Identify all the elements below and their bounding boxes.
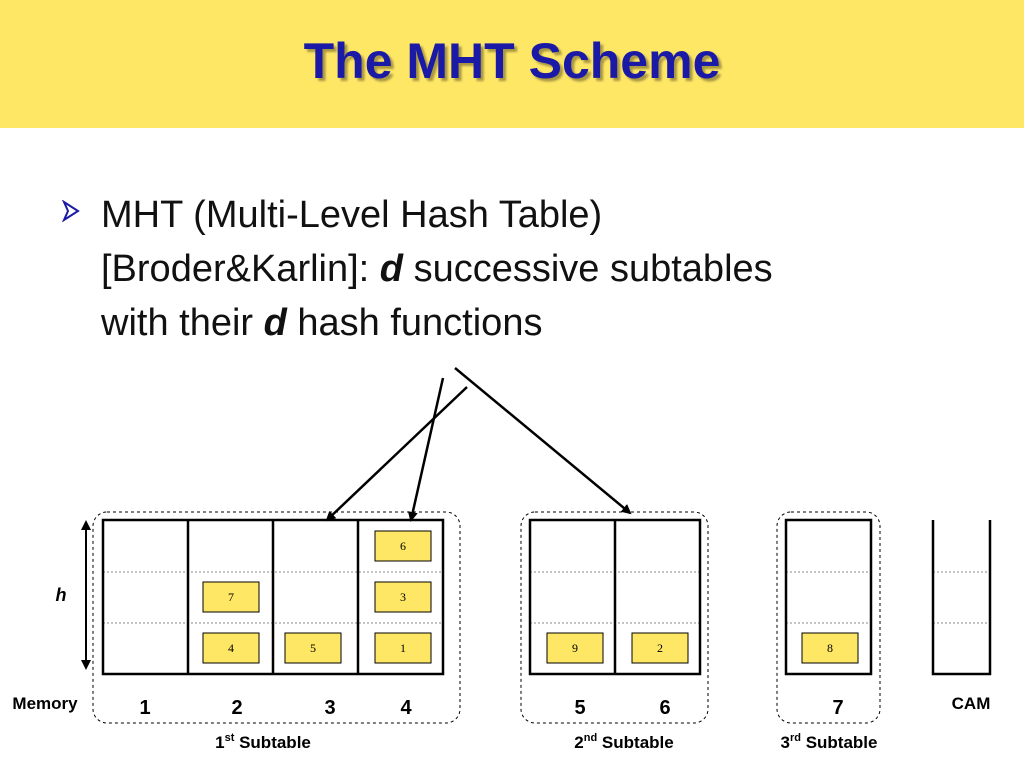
hash-item-label: 3 — [400, 590, 406, 604]
slide-title: The MHT Scheme — [303, 33, 721, 89]
hash-item-label: 5 — [310, 641, 316, 655]
hash-item: 1 — [374, 632, 432, 664]
subtable-1-outline — [92, 511, 461, 724]
hash-item-box — [546, 632, 604, 664]
bullet-line-3-d: d — [263, 302, 287, 344]
cam-label: CAM — [952, 694, 991, 713]
items-layer: 6 7 3 4 5 1 9 2 8 — [202, 530, 859, 664]
column-label: 2 — [231, 697, 242, 719]
bullet-line-1: MHT (Multi-Level Hash Table) — [101, 188, 961, 242]
bullet-text: MHT (Multi-Level Hash Table) [Broder&Kar… — [101, 188, 961, 350]
hash-item: 6 — [374, 530, 432, 562]
hash-item-box — [284, 632, 342, 664]
memory-label: Memory — [12, 694, 78, 713]
hash-item-box — [202, 581, 260, 613]
bullet-line-3: with their d hash functions — [101, 296, 961, 350]
hash-item-box — [374, 530, 432, 562]
bullet-line-1-text: MHT (Multi-Level Hash Table) — [101, 194, 603, 236]
bullet-line-2-b: successive subtables — [403, 248, 773, 290]
column-label: 6 — [659, 697, 670, 719]
subtable-2-bins — [528, 518, 702, 676]
hash-item-label: 7 — [228, 590, 234, 604]
column-label: 1 — [139, 697, 150, 719]
column-label: 4 — [400, 697, 412, 719]
hash-item: 4 — [202, 632, 260, 664]
subtable-2-label: 2nd Subtable — [574, 732, 673, 752]
hash-item-box — [801, 632, 859, 664]
hash-item-label: 8 — [827, 641, 833, 655]
bullet-line-3-b: hash functions — [286, 302, 543, 344]
hash-item-box — [374, 632, 432, 664]
bullet-line-3-a: with their — [101, 302, 264, 344]
bullet-line-2-a: [Broder&Karlin]: — [101, 248, 380, 290]
subtable-3-bins — [784, 518, 873, 676]
subtable-1-bins — [101, 518, 445, 676]
column-labels: 1 2 3 4 5 6 7 — [139, 697, 843, 719]
hash-arrow-to-col-5 — [454, 367, 632, 515]
hash-arrow-to-col-3 — [325, 386, 468, 522]
bullet-line-2: [Broder&Karlin]: d successive subtables — [101, 242, 961, 296]
hash-arrow-to-col-4 — [407, 377, 445, 522]
height-label: h — [56, 585, 67, 605]
subtable-3-label: 3rd Subtable — [781, 732, 878, 752]
hash-item: 3 — [374, 581, 432, 613]
hash-item-label: 6 — [400, 539, 406, 553]
arrowhead-bullet-icon — [61, 199, 92, 230]
hash-item-label: 9 — [572, 641, 578, 655]
hash-item-label: 1 — [400, 641, 406, 655]
hash-item: 2 — [631, 632, 689, 664]
hash-item: 8 — [801, 632, 859, 664]
hash-item: 9 — [546, 632, 604, 664]
column-label: 7 — [832, 697, 843, 719]
bullet-line-2-d: d — [379, 248, 404, 290]
hash-item-label: 2 — [657, 641, 663, 655]
hash-item: 5 — [284, 632, 342, 664]
column-label: 5 — [574, 697, 585, 719]
hash-item: 7 — [202, 581, 260, 613]
hash-item-box — [631, 632, 689, 664]
hash-item-box — [202, 632, 260, 664]
subtable-1-label: 1st Subtable — [215, 732, 311, 752]
title-band — [0, 0, 1024, 128]
subtable-3-outline — [776, 511, 881, 724]
hash-arrows — [325, 367, 632, 522]
cam-bin — [931, 520, 992, 676]
hash-item-box — [374, 581, 432, 613]
column-label: 3 — [324, 697, 335, 719]
subtable-2-outline — [520, 511, 709, 724]
hash-item-label: 4 — [228, 641, 234, 655]
